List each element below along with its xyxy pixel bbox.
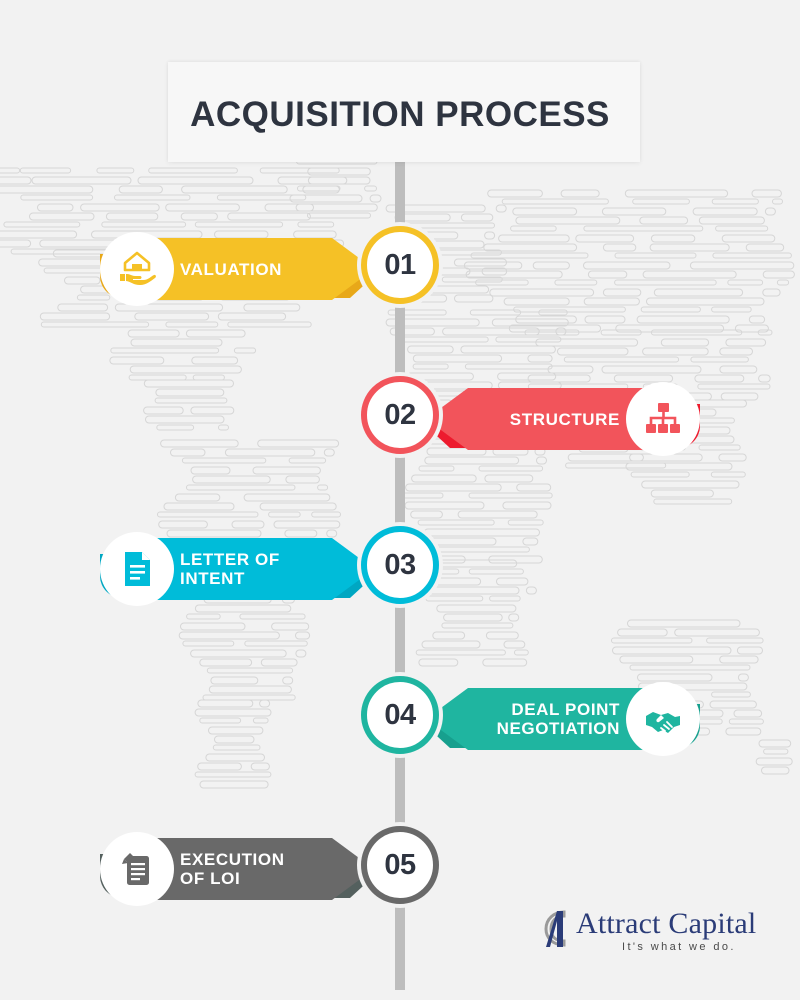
process-step-02[interactable]: STRUCTURE 02 bbox=[360, 376, 700, 476]
process-step-04[interactable]: DEAL POINT NEGOTIATION 04 bbox=[360, 676, 700, 776]
step-icon-disc bbox=[626, 682, 700, 756]
logo-wordmark: Attract Capital bbox=[576, 907, 757, 940]
step-icon-disc bbox=[100, 532, 174, 606]
step-banner: VALUATION bbox=[100, 226, 440, 326]
step-icon-disc bbox=[100, 232, 174, 306]
document-icon bbox=[118, 550, 156, 588]
step-number-badge: 04 bbox=[361, 676, 439, 754]
step-number-badge: 02 bbox=[361, 376, 439, 454]
step-label: DEAL POINT NEGOTIATION bbox=[496, 700, 620, 738]
hand-holding-house-icon bbox=[118, 250, 156, 288]
step-icon-disc bbox=[626, 382, 700, 456]
step-label: VALUATION bbox=[180, 259, 283, 279]
step-label: STRUCTURE bbox=[509, 409, 620, 429]
process-step-01[interactable]: VALUATION 01 bbox=[100, 226, 440, 326]
handshake-icon bbox=[644, 700, 682, 738]
step-number-badge: 03 bbox=[361, 526, 439, 604]
brand-logo[interactable]: Attract Capital It's what we do. bbox=[530, 905, 770, 965]
clipboard-pen-icon bbox=[118, 850, 156, 888]
step-banner: LETTER OF INTENT bbox=[100, 526, 440, 626]
step-banner: STRUCTURE bbox=[360, 376, 700, 476]
org-chart-icon bbox=[644, 400, 682, 438]
step-icon-disc bbox=[100, 832, 174, 906]
step-number-badge: 05 bbox=[361, 826, 439, 904]
step-label: EXECUTION OF LOI bbox=[180, 850, 285, 888]
logo-tagline: It's what we do. bbox=[622, 941, 736, 953]
title-panel bbox=[168, 62, 640, 162]
step-banner: EXECUTION OF LOI bbox=[100, 826, 440, 926]
process-step-03[interactable]: LETTER OF INTENT 03 bbox=[100, 526, 440, 626]
step-label: LETTER OF INTENT bbox=[180, 550, 280, 588]
step-number-badge: 01 bbox=[361, 226, 439, 304]
process-step-05[interactable]: EXECUTION OF LOI 05 bbox=[100, 826, 440, 926]
step-banner: DEAL POINT NEGOTIATION bbox=[360, 676, 700, 776]
ac-monogram-icon bbox=[544, 910, 566, 947]
page-title: ACQUISITION PROCESS bbox=[190, 95, 610, 134]
